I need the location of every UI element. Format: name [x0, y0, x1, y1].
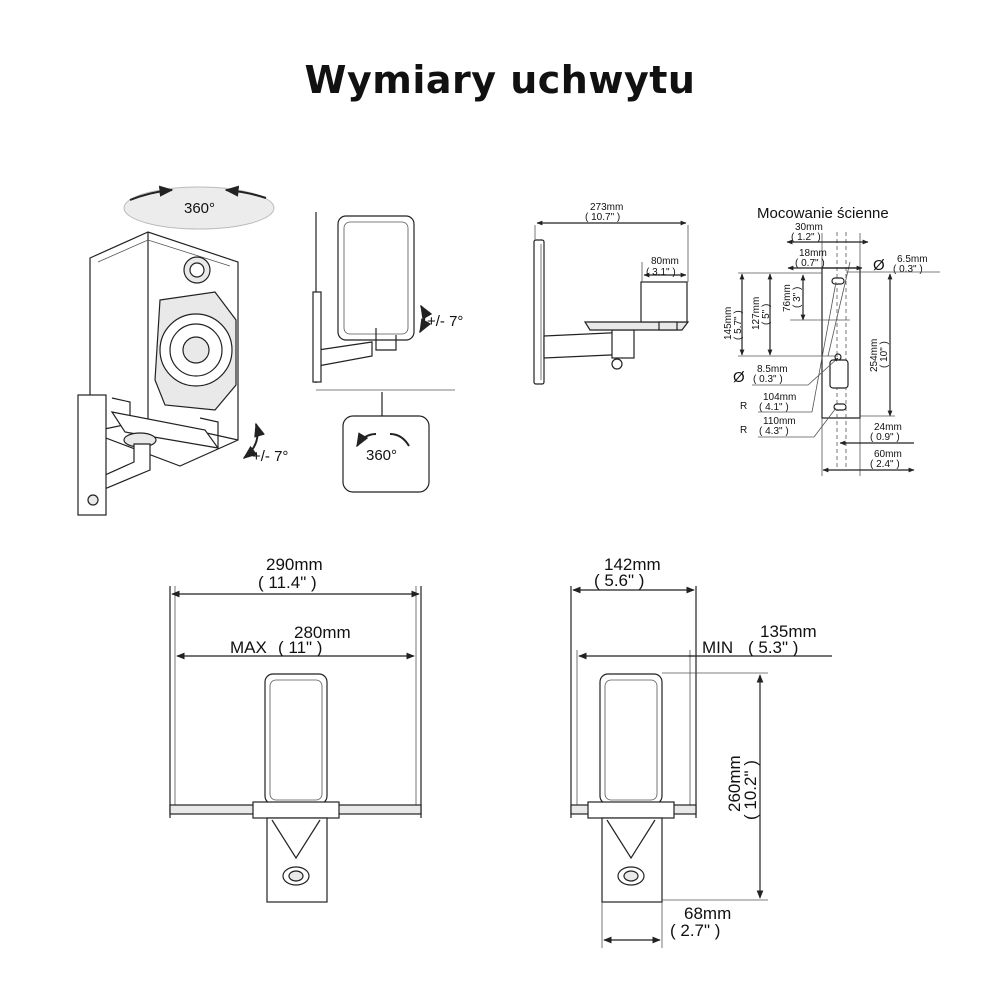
side-tilt-arrow: [419, 304, 433, 334]
front-min-width-mm: 142mm: [604, 555, 661, 574]
r110-in: ( 4.3" ): [759, 426, 789, 437]
tilt-arrow: [242, 422, 265, 459]
d85-in: ( 0.3" ): [753, 374, 783, 385]
front-max-max-in: ( 11" ): [278, 638, 322, 657]
tilt-label: +/- 7°: [252, 448, 288, 465]
profile-arm-in: ( 3.1" ): [646, 267, 676, 278]
d127-in: ( 5" ): [761, 304, 772, 325]
front-min-min-mm: 135mm: [760, 622, 817, 641]
r110-mm: 110mm: [763, 416, 796, 427]
front-max-wall-plate: [266, 817, 328, 903]
front-min-view: 142mm ( 5.6" ) MIN 135mm ( 5.3" ) 260mm …: [570, 555, 832, 948]
front-max-label: MAX: [230, 638, 267, 657]
d145-in: ( 5.7" ): [733, 310, 744, 340]
side-tilt-label: +/- 7°: [427, 313, 463, 330]
rotation-arrow-left: [129, 185, 174, 201]
front-min-height-mm: 260mm: [725, 755, 744, 812]
d76-mm: 76mm: [782, 284, 793, 312]
d127-mm: 127mm: [751, 297, 762, 330]
side-speaker: [337, 215, 415, 341]
d145-mm: 145mm: [723, 307, 734, 340]
d60-in: ( 2.4" ): [870, 459, 900, 470]
front-min-min-in: ( 5.3" ): [748, 638, 798, 657]
front-max-max-mm: 280mm: [294, 623, 351, 642]
profile-width-in: ( 10.7" ): [585, 212, 620, 223]
side-rotation-label: 360°: [366, 447, 397, 464]
d76-in: ( 3" ): [792, 287, 803, 308]
profile-view: 273mm ( 10.7" ) 80mm ( 3.1" ): [533, 202, 690, 385]
front-min-speaker: [599, 673, 663, 805]
wall-mount-view: Mocowanie ścienne 30mm ( 1.2" ) 18mm ( 0…: [723, 205, 940, 476]
r104-mm: 104mm: [763, 392, 796, 403]
d85-symbol: Ø: [733, 369, 745, 386]
d24-mm: 24mm: [874, 422, 902, 433]
perspective-view: 360° +/- 7°: [77, 185, 288, 516]
d30-in: ( 1.2" ): [791, 232, 821, 243]
rotation-arrow-right: [224, 185, 267, 199]
r110-prefix: R: [740, 425, 747, 436]
d18-in: ( 0.7" ): [795, 258, 825, 269]
d254-mm: 254mm: [869, 339, 880, 372]
d65-mm: 6.5mm: [897, 254, 928, 265]
front-min-base-in: ( 2.7" ): [670, 921, 720, 940]
front-max-speaker: [264, 673, 328, 805]
page-title: Wymiary uchwytu: [304, 58, 696, 102]
wall-mount-plate: [821, 267, 861, 419]
profile-width-mm: 273mm: [590, 202, 623, 213]
d30-mm: 30mm: [795, 222, 823, 233]
front-max-width-mm: 290mm: [266, 555, 323, 574]
d24-in: ( 0.9" ): [870, 432, 900, 443]
rotation-top-label: 360°: [184, 200, 215, 217]
d85-mm: 8.5mm: [757, 364, 788, 375]
front-max-width-in: ( 11.4" ): [258, 573, 317, 592]
rotation-ellipse: [123, 186, 275, 230]
front-min-height-in: ( 10.2" ): [741, 760, 760, 820]
r104-prefix: R: [740, 401, 747, 412]
r104-in: ( 4.1" ): [759, 402, 789, 413]
d60-mm: 60mm: [874, 449, 902, 460]
wall-mount-label: Mocowanie ścienne: [757, 205, 889, 222]
front-min-base-mm: 68mm: [684, 904, 731, 923]
side-arm: [317, 341, 373, 367]
top-rotation-arrows: [357, 434, 410, 446]
front-min-width-in: ( 5.6" ): [594, 571, 644, 590]
front-min-label: MIN: [702, 638, 733, 657]
d65-in: ( 0.3" ): [893, 264, 923, 275]
d18-mm: 18mm: [799, 248, 827, 259]
front-max-view: 290mm ( 11.4" ) MAX 280mm ( 11" ): [169, 555, 422, 903]
profile-arm-mm: 80mm: [651, 256, 679, 267]
d65-symbol: Ø: [873, 257, 885, 274]
d254-in: ( 10" ): [879, 341, 890, 368]
side-view: +/- 7° 360°: [312, 212, 463, 493]
front-min-wall-plate: [601, 817, 663, 903]
profile-wall-plate: [533, 239, 545, 385]
